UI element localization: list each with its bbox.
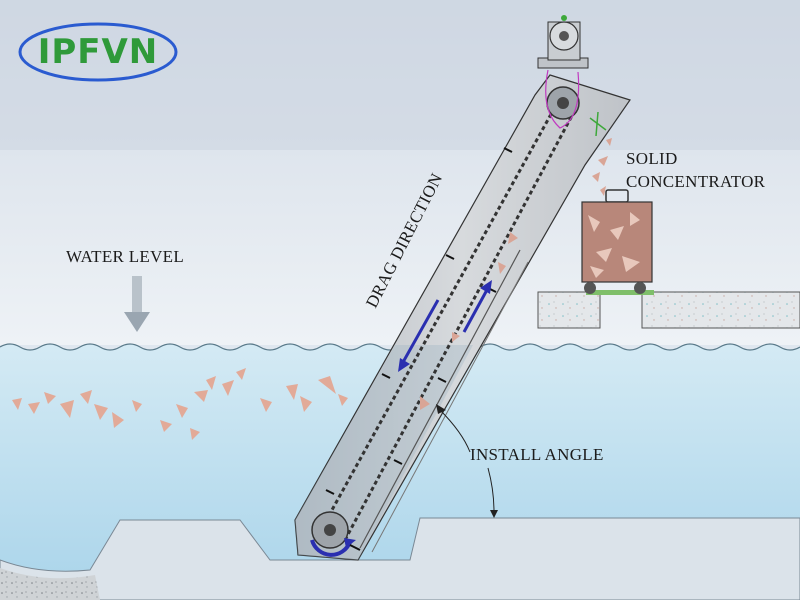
platform-rail <box>586 290 654 295</box>
channel-floor <box>0 517 800 600</box>
install-angle-label: INSTALL ANGLE <box>470 445 604 464</box>
water-level-arrow <box>124 276 150 332</box>
falling-solids <box>592 138 612 196</box>
platform-left <box>537 291 601 329</box>
floating-solids <box>12 368 348 440</box>
platform-right <box>641 291 800 329</box>
install-angle-arrow-head <box>490 510 498 518</box>
solid-label: SOLID <box>626 149 678 168</box>
sky-band <box>0 0 800 150</box>
water-level-label: WATER LEVEL <box>66 247 185 266</box>
install-angle-arrow <box>487 467 495 513</box>
concentrator-label: CONCENTRATOR <box>626 172 766 191</box>
conveyor <box>294 74 631 561</box>
drive-motor <box>537 15 607 137</box>
install-angle-callout-line <box>439 409 471 453</box>
solid-concentrator-bin <box>581 189 653 294</box>
gravel-bed <box>0 568 100 600</box>
brand-logo: IPFVN <box>18 20 178 84</box>
install-angle-callout-head <box>436 404 446 414</box>
logo-text: IPFVN <box>37 32 159 72</box>
